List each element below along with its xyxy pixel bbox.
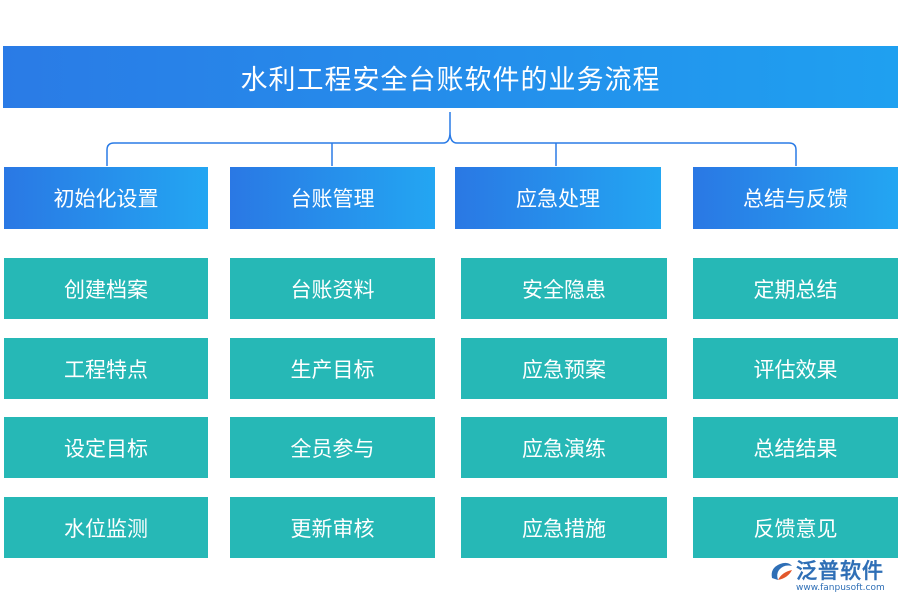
fanpu-logo: 泛普软件 www.fanpusoft.com bbox=[766, 553, 898, 597]
item-emergency-measures: 应急措施 bbox=[461, 497, 667, 558]
fanpu-logo-icon bbox=[771, 562, 792, 580]
item-ledger-materials: 台账资料 bbox=[230, 258, 435, 319]
header-initial-setup: 初始化设置 bbox=[4, 167, 208, 229]
item-production-goals: 生产目标 bbox=[230, 338, 435, 399]
logo-url: www.fanpusoft.com bbox=[796, 583, 885, 593]
item-emergency-drill: 应急演练 bbox=[461, 417, 667, 478]
header-ledger-management: 台账管理 bbox=[230, 167, 435, 229]
item-summary-results: 总结结果 bbox=[693, 417, 898, 478]
item-periodic-summary: 定期总结 bbox=[693, 258, 898, 319]
diagram-title: 水利工程安全台账软件的业务流程 bbox=[3, 46, 898, 108]
item-feedback-opinions: 反馈意见 bbox=[693, 497, 898, 558]
item-full-participation: 全员参与 bbox=[230, 417, 435, 478]
header-emergency-handling: 应急处理 bbox=[455, 167, 661, 229]
item-create-archive: 创建档案 bbox=[4, 258, 208, 319]
item-set-goals: 设定目标 bbox=[4, 417, 208, 478]
item-water-level-monitoring: 水位监测 bbox=[4, 497, 208, 558]
item-project-features: 工程特点 bbox=[4, 338, 208, 399]
item-evaluate-effect: 评估效果 bbox=[693, 338, 898, 399]
item-update-review: 更新审核 bbox=[230, 497, 435, 558]
item-emergency-plan: 应急预案 bbox=[461, 338, 667, 399]
item-safety-hazards: 安全隐患 bbox=[461, 258, 667, 319]
logo-name: 泛普软件 bbox=[796, 559, 884, 583]
header-summary-feedback: 总结与反馈 bbox=[693, 167, 898, 229]
